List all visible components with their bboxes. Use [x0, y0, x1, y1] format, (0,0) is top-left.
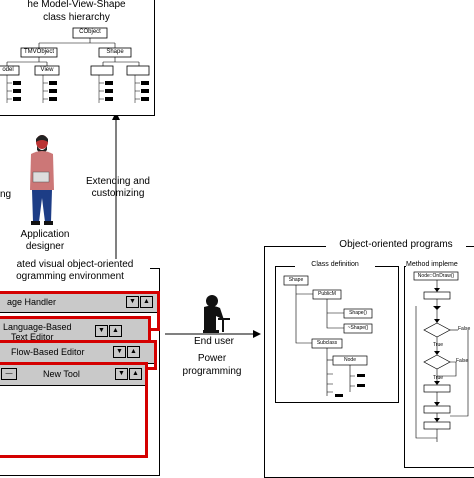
env-title-2: ogramming environment [0, 271, 140, 282]
extending-label-1: Extending and [86, 176, 150, 187]
publicm-node: PublicM [318, 291, 336, 297]
class-def-title: Class definition [295, 261, 375, 269]
maximize-button[interactable]: ▲ [127, 346, 140, 358]
class-def-tree [283, 275, 373, 397]
end-user-figure-icon [203, 295, 230, 333]
tmvobject-node: TMVObject [23, 49, 54, 55]
minimize-button[interactable]: ▼ [126, 296, 139, 308]
cobject-node: CObject [79, 29, 101, 35]
designer-label-1: Application [20, 229, 70, 240]
model-node: odel [2, 67, 14, 73]
shape-node: Shape [106, 49, 124, 55]
false-label-2: False [456, 358, 469, 364]
window-title-language-handler: age Handler [7, 297, 57, 307]
window-title-text-editor-2: Text Editor [11, 332, 54, 342]
maximize-button[interactable]: ▲ [129, 368, 142, 380]
node-node: Node [344, 357, 356, 363]
minimize-button[interactable]: ▼ [113, 346, 126, 358]
end-user-label: End user [193, 336, 235, 347]
env-title-1: ated visual object-oriented [0, 259, 150, 270]
window-menu-button[interactable]: — [1, 368, 17, 380]
power-label-2: programming [182, 366, 242, 377]
minimize-button[interactable]: ▼ [115, 368, 128, 380]
true-label-1: True [432, 342, 444, 348]
oop-title: Object-oriented programs [326, 239, 466, 250]
shape-dtor-node: ~Shape() [347, 325, 369, 331]
false-label-1: False [458, 326, 471, 332]
power-label-1: Power [197, 353, 227, 364]
node-ondraw-node: Node::OnDraw() [417, 273, 455, 279]
mvs-title-line1: he Model-View-Shape [27, 0, 126, 10]
window-title-text-editor-1: Language-Based [3, 322, 72, 332]
designer-figure-icon [30, 135, 54, 225]
maximize-button[interactable]: ▲ [109, 325, 122, 337]
true-label-2: True [432, 375, 444, 381]
shape-ctor-node: Shape() [349, 310, 367, 316]
view-node: View [40, 67, 54, 73]
mvs-tree [0, 27, 150, 103]
subclass-node: Subclass [316, 340, 338, 346]
minimize-button[interactable]: ▼ [95, 325, 108, 337]
designer-label-2: designer [25, 241, 65, 252]
method-impl-title: Method impleme [406, 261, 474, 269]
maximize-button[interactable]: ▲ [140, 296, 153, 308]
cut-off-label: ng [0, 189, 12, 200]
mvs-title-line2: class hierarchy [43, 12, 110, 23]
class-shape-node: Shape [288, 277, 304, 283]
extending-label-2: customizing [91, 188, 145, 199]
flowchart [413, 271, 469, 442]
mvs-hierarchy-box: he Model-View-Shape class hierarchy [0, 0, 155, 116]
window-title-flow-editor: Flow-Based Editor [11, 347, 85, 357]
tool-window-new-tool[interactable]: — New Tool ▼ ▲ [0, 362, 148, 458]
window-title-new-tool: New Tool [43, 369, 80, 379]
class-definition-box [275, 266, 399, 403]
